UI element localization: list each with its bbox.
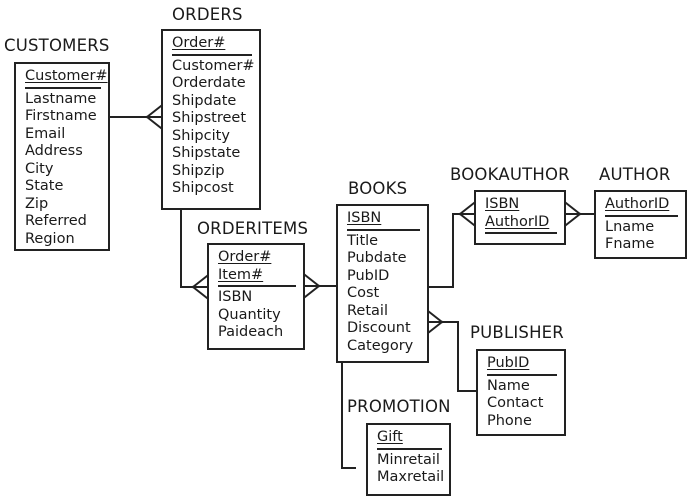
books-attr-title: Title [347,232,379,249]
customers-primary-key: Customer# [25,68,108,89]
publisher-primary-key: PubID [487,355,557,376]
orderitems-key-0: Order# [218,249,272,265]
promotion-attr-minretail: Minretail [377,451,440,468]
publisher-attr-phone: Phone [487,412,532,429]
author-key-0: AuthorID [605,196,670,212]
rel-author-bookauthor [564,201,595,227]
bookauthor-key-1: AuthorID [485,213,550,230]
publisher-attr-contact: Contact [487,395,544,411]
orderitems-entity: Order# Item# ISBN Quantity Paideach [207,243,305,350]
orders-attr-shipcost: Shipcost [172,180,234,196]
bookauthor-title: BOOKAUTHOR [450,165,570,184]
books-title: BOOKS [348,179,408,198]
books-attr-pubdate: Pubdate [347,250,407,266]
publisher-entity: PubID Name Contact Phone [476,349,566,436]
orderitems-attr-quantity: Quantity [218,306,281,323]
bookauthor-key-0: ISBN [485,196,520,212]
orders-attr-orderdate: Orderdate [172,75,246,91]
promotion-title: PROMOTION [347,397,451,416]
books-attr-cost: Cost [347,285,380,301]
orders-attr-customer: Customer# [172,57,255,74]
author-attr-fname: Fname [605,236,655,252]
publisher-attr-name: Name [487,377,530,394]
bookauthor-entity: ISBN AuthorID [474,190,566,245]
rel-books-orderitems [303,273,337,299]
orders-attr-shipstate: Shipstate [172,145,241,161]
author-title: AUTHOR [599,165,671,184]
orderitems-attr-paideach: Paideach [218,324,284,340]
rel-books-bookauthor [427,201,476,288]
orders-attr-shipdate: Shipdate [172,92,237,109]
books-entity: ISBN Title Pubdate PubID Cost Retail Dis… [336,204,429,363]
books-primary-key: ISBN [347,210,420,231]
customers-attr-lastname: Lastname [25,90,97,107]
customers-attr-firstname: Firstname [25,108,97,124]
orderitems-title: ORDERITEMS [197,219,309,238]
rel-orders-orderitems [180,208,209,300]
orders-primary-key: Order# [172,35,252,56]
publisher-title: PUBLISHER [470,323,564,342]
promotion-key-0: Gift [377,429,403,445]
customers-entity: Customer# Lastname Firstname Email Addre… [14,62,110,251]
promotion-primary-key: Gift [377,429,442,450]
rel-publisher-books [426,309,477,392]
publisher-key-0: PubID [487,355,530,371]
orders-attr-shipzip: Shipzip [172,162,225,179]
customers-attr-city: City [25,160,54,177]
orderitems-key-1: Item# [218,266,264,283]
books-attr-pubid: PubID [347,267,390,284]
customers-attr-referred: Referred [25,213,87,229]
customers-key-0: Customer# [25,68,108,84]
orders-attr-shipstreet: Shipstreet [172,110,247,126]
books-attr-retail: Retail [347,302,388,319]
rel-books-promotion [341,362,356,469]
customers-attr-zip: Zip [25,195,49,212]
author-attr-lname: Lname [605,218,655,235]
customers-attr-email: Email [25,125,66,142]
rel-customers-orders [109,104,163,130]
orders-entity: Order# Customer# Orderdate Shipdate Ship… [161,29,261,210]
promotion-attr-maxretail: Maxretail [377,469,445,485]
books-attr-discount: Discount [347,320,411,336]
customers-attr-address: Address [25,143,83,159]
customers-attr-state: State [25,178,64,194]
orderitems-primary-key: Order# Item# [218,249,296,287]
orders-title: ORDERS [172,5,243,24]
author-primary-key: AuthorID [605,196,678,217]
orders-key-0: Order# [172,35,226,51]
customers-title: CUSTOMERS [4,36,110,55]
author-entity: AuthorID Lname Fname [594,190,687,259]
books-key-0: ISBN [347,210,382,226]
promotion-entity: Gift Minretail Maxretail [366,423,451,496]
bookauthor-primary-key: ISBN AuthorID [485,196,557,234]
orders-attr-shipcity: Shipcity [172,127,230,144]
customers-attr-region: Region [25,230,75,247]
orderitems-attr-isbn: ISBN [218,289,253,305]
books-attr-category: Category [347,337,414,354]
